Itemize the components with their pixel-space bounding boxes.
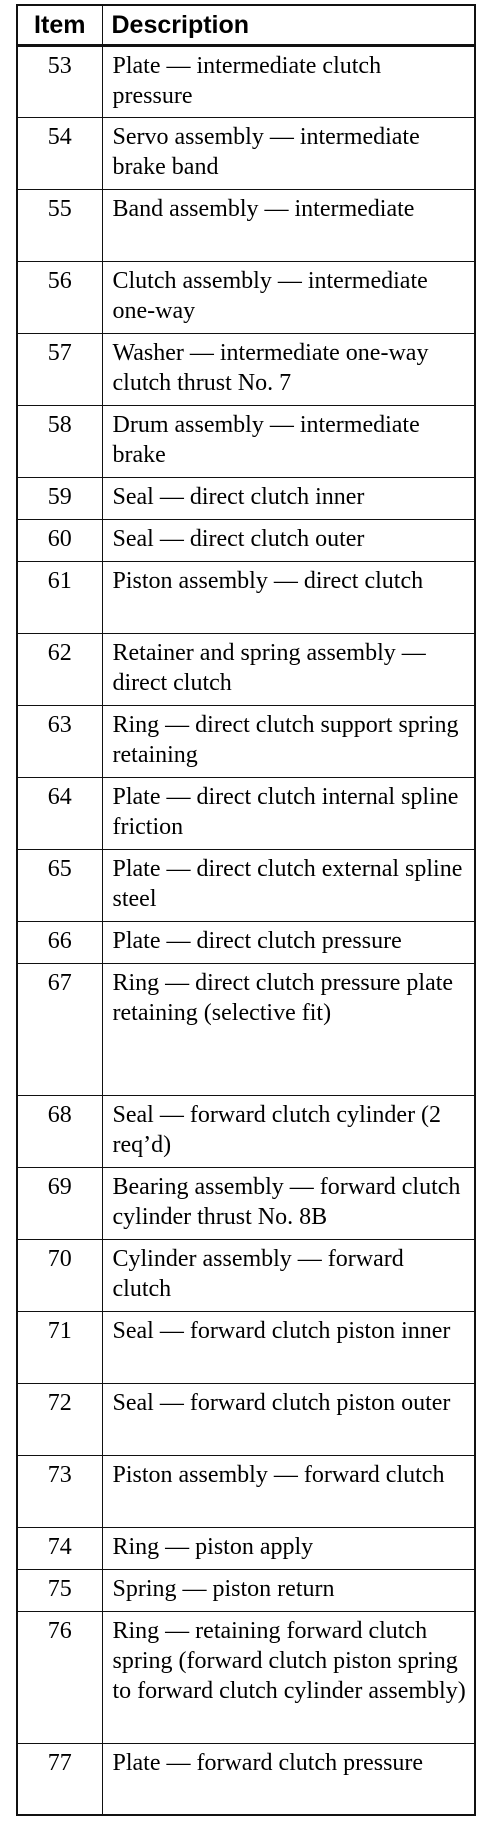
item-number: 74	[16, 1526, 103, 1570]
item-number: 71	[16, 1310, 103, 1384]
description-column-header: Description	[101, 4, 476, 47]
item-number: 70	[16, 1238, 103, 1312]
item-description: Plate — intermediate clutch pressure	[101, 44, 476, 118]
item-description: Plate — direct clutch external spline st…	[101, 848, 476, 922]
item-description: Ring — piston apply	[101, 1526, 476, 1570]
item-number: 65	[16, 848, 103, 922]
item-number: 66	[16, 920, 103, 964]
item-number: 56	[16, 260, 103, 334]
item-description: Plate — direct clutch internal spline fr…	[101, 776, 476, 850]
item-number: 53	[16, 44, 103, 118]
item-number: 58	[16, 404, 103, 478]
item-number: 57	[16, 332, 103, 406]
item-description: Spring — piston return	[101, 1568, 476, 1612]
item-number: 60	[16, 518, 103, 562]
item-number: 76	[16, 1610, 103, 1744]
item-description: Ring — direct clutch pressure plate reta…	[101, 962, 476, 1096]
item-column-header: Item	[16, 4, 103, 47]
item-number: 68	[16, 1094, 103, 1168]
item-number: 61	[16, 560, 103, 634]
item-description: Servo assembly — intermediate brake band	[101, 116, 476, 190]
item-description: Drum assembly — intermediate brake	[101, 404, 476, 478]
item-description: Piston assembly — forward clutch	[101, 1454, 476, 1528]
table-header-row: Item Description	[16, 4, 476, 47]
item-description: Clutch assembly — intermediate one-way	[101, 260, 476, 334]
item-description: Retainer and spring assembly — direct cl…	[101, 632, 476, 706]
item-description: Ring — retaining forward clutch spring (…	[101, 1610, 476, 1744]
item-number: 55	[16, 188, 103, 262]
item-number: 69	[16, 1166, 103, 1240]
item-description: Seal — forward clutch piston outer	[101, 1382, 476, 1456]
item-description: Bearing assembly — forward clutch cylind…	[101, 1166, 476, 1240]
item-number: 64	[16, 776, 103, 850]
item-description: Band assembly — intermediate	[101, 188, 476, 262]
item-number: 67	[16, 962, 103, 1096]
item-description: Seal — forward clutch cylinder (2 req’d)	[101, 1094, 476, 1168]
item-number: 54	[16, 116, 103, 190]
item-number: 59	[16, 476, 103, 520]
item-description: Plate — forward clutch pressure	[101, 1742, 476, 1816]
item-number: 75	[16, 1568, 103, 1612]
item-number: 63	[16, 704, 103, 778]
item-number: 72	[16, 1382, 103, 1456]
item-description: Piston assembly — direct clutch	[101, 560, 476, 634]
item-number: 62	[16, 632, 103, 706]
item-number: 77	[16, 1742, 103, 1816]
item-description: Seal — direct clutch inner	[101, 476, 476, 520]
item-description: Washer — intermediate one-way clutch thr…	[101, 332, 476, 406]
item-description: Seal — forward clutch piston inner	[101, 1310, 476, 1384]
item-description: Cylinder assembly — forward clutch	[101, 1238, 476, 1312]
item-description: Plate — direct clutch pressure	[101, 920, 476, 964]
item-description: Ring — direct clutch support spring reta…	[101, 704, 476, 778]
item-number: 73	[16, 1454, 103, 1528]
item-description: Seal — direct clutch outer	[101, 518, 476, 562]
